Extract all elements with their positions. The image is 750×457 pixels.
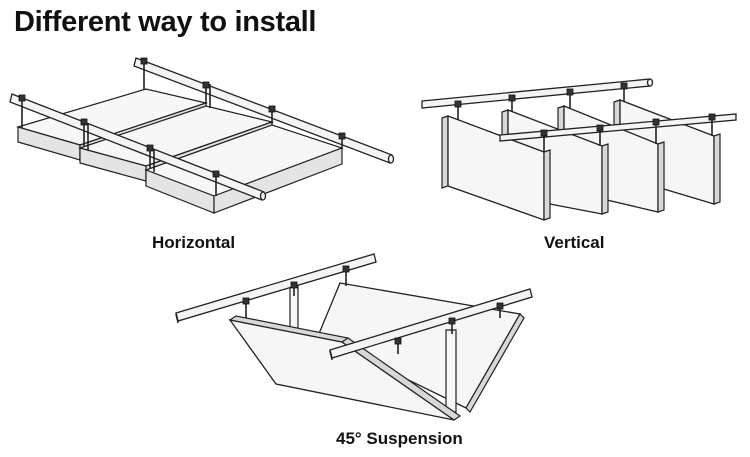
suspension-rail <box>175 253 377 324</box>
caption-vertical: Vertical <box>544 233 605 252</box>
caption-45-suspension: 45° Suspension <box>336 429 463 448</box>
caption-horizontal: Horizontal <box>152 233 236 252</box>
hanger-set <box>242 265 504 354</box>
suspension-45-diagram <box>175 253 533 421</box>
horizontal-install-diagram <box>9 57 395 214</box>
suspension-rail <box>421 78 654 109</box>
angled-panel <box>228 315 462 421</box>
page-title: Different way to install <box>14 6 317 38</box>
suspension-rail <box>9 93 267 201</box>
vertical-install-diagram <box>421 78 737 221</box>
suspension-rail <box>329 288 533 361</box>
hanger-set <box>18 57 346 196</box>
suspension-rail <box>133 57 395 164</box>
hanger-set <box>454 82 716 152</box>
baffle-panel <box>441 115 551 221</box>
